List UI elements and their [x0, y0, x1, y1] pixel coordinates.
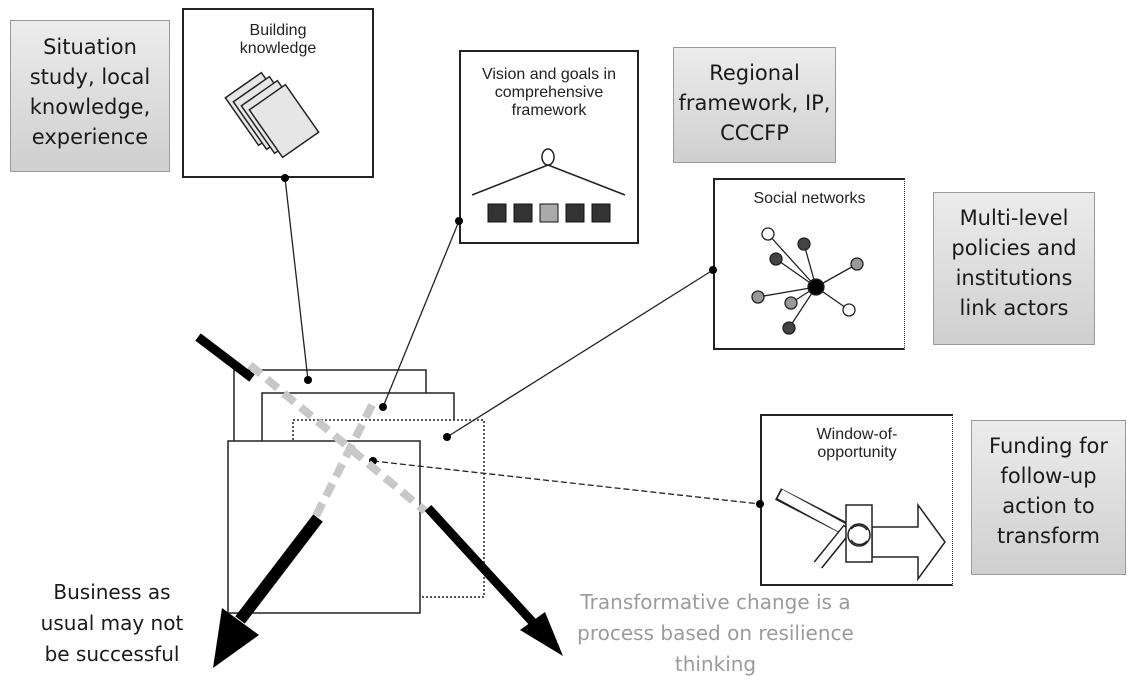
regional-framework-text: Regional framework, IP, CCCFP [678, 61, 831, 145]
business-as-usual-caption: Business as usual may not be successful [40, 580, 184, 666]
pages-stack-icon [224, 71, 320, 159]
window-of-opportunity-title: Window-of-opportunity [816, 426, 898, 461]
transformative-path [247, 361, 428, 518]
situation-study-text: Situation study, local knowledge, experi… [29, 35, 151, 149]
transformative-change-caption: Transformative change is a process based… [577, 590, 854, 676]
funding-box: Funding for follow-up action to transfor… [971, 420, 1126, 575]
situation-study-box: Situation study, local knowledge, experi… [10, 20, 170, 172]
social-networks-title: Social networks [753, 190, 866, 207]
funding-text: Funding for follow-up action to transfor… [989, 434, 1108, 548]
connector-lines [284, 177, 761, 505]
building-knowledge-title: Building knowledge [239, 22, 317, 57]
multilevel-policies-box: Multi-level policies and institutions li… [933, 192, 1095, 345]
hierarchy-icon [471, 148, 626, 223]
vision-goals-title: Vision and goals in comprehensive framew… [481, 66, 617, 119]
network-icon [751, 227, 864, 335]
multilevel-policies-text: Multi-level policies and institutions li… [951, 206, 1077, 320]
connector-dots [281, 174, 764, 508]
regional-framework-box: Regional framework, IP, CCCFP [673, 47, 836, 163]
black-arrows [195, 333, 563, 668]
window-opportunity-icon [775, 488, 946, 582]
